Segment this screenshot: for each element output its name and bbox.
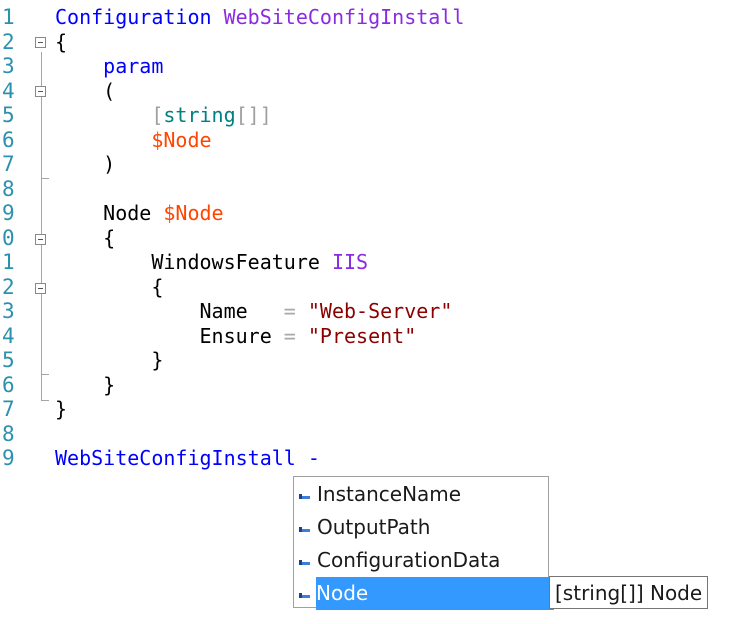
code-token: }: [55, 348, 164, 372]
code-text: {: [55, 226, 115, 251]
code-token: ): [55, 152, 116, 176]
line-number: 8: [2, 176, 15, 201]
code-text: WebSiteConfigInstall -: [55, 446, 320, 471]
line-number: 4: [2, 323, 15, 348]
code-text: Node $Node: [55, 201, 224, 226]
code-token: }: [55, 397, 68, 421]
completion-item[interactable]: InstanceName: [294, 478, 548, 511]
code-token: (: [55, 78, 116, 103]
line-number: 1: [2, 250, 15, 274]
line-number: 1: [2, 5, 15, 29]
code-token: =: [283, 323, 308, 348]
completion-item[interactable]: ConfigurationData: [294, 544, 548, 577]
code-token: []]: [235, 103, 272, 127]
code-token: string: [163, 103, 236, 127]
line-number: 3: [2, 299, 15, 323]
parameter-icon: [299, 527, 311, 532]
code-text: Configuration WebSiteConfigInstall: [55, 5, 464, 30]
code-token: "Web-Server": [307, 299, 453, 323]
code-token: [55, 128, 151, 152]
code-text: param: [55, 54, 163, 79]
line-number: 7: [2, 152, 15, 176]
code-text: }: [55, 348, 163, 373]
collapse-icon[interactable]: [35, 234, 46, 245]
fold-guide: [41, 52, 42, 400]
code-token: Configuration: [55, 5, 224, 29]
code-text: WindowsFeature IIS: [55, 250, 368, 275]
code-text: $Node: [55, 127, 212, 153]
line-number: 2: [2, 274, 15, 299]
parameter-icon: [299, 560, 311, 565]
code-token: {: [55, 274, 164, 299]
code-token: Node: [55, 201, 164, 225]
code-editor[interactable]: 1 Configuration WebSiteConfigInstall 2 {3 p…: [0, 0, 739, 470]
code-text: ): [55, 152, 115, 177]
completion-item[interactable]: OutputPath: [294, 511, 548, 544]
line-number: 6: [2, 127, 15, 152]
code-token: WindowsFeature: [55, 250, 332, 274]
code-token: [55, 103, 151, 127]
code-text: }: [55, 373, 115, 398]
collapse-icon[interactable]: [35, 37, 46, 48]
line-number: 5: [2, 103, 15, 127]
code-token: Name: [55, 299, 284, 323]
parameter-icon: [299, 593, 311, 598]
code-token: [55, 54, 103, 78]
code-text: Name = "Web-Server": [55, 299, 452, 324]
line-number: 4: [2, 78, 15, 103]
line-number: 9: [2, 446, 15, 470]
line-number: 8: [2, 421, 15, 446]
line-number: 5: [2, 348, 15, 372]
code-token: Ensure: [55, 323, 284, 348]
completion-item[interactable]: Node: [294, 577, 554, 610]
code-token: [: [151, 103, 164, 127]
fold-guide-end: [41, 178, 49, 179]
code-token: "Present": [307, 323, 417, 348]
code-text: [string[]]: [55, 103, 272, 128]
completion-item-label: OutputPath: [317, 515, 431, 539]
code-token: $Node: [151, 127, 212, 152]
completion-tooltip: [string[]] Node: [549, 576, 709, 609]
code-text: }: [55, 397, 67, 422]
fold-guide-end: [41, 374, 49, 375]
code-token: {: [55, 29, 68, 54]
line-number: 2: [2, 29, 15, 54]
code-text: {: [55, 30, 67, 55]
fold-guide-end: [41, 400, 49, 401]
line-number: 7: [2, 397, 15, 421]
code-token: }: [55, 372, 116, 397]
code-token: WebSiteConfigInstall -: [55, 446, 320, 470]
parameter-icon: [299, 494, 311, 499]
code-token: $Node: [163, 201, 224, 225]
code-text: {: [55, 275, 163, 300]
code-token: param: [103, 54, 164, 78]
code-token: IIS: [331, 250, 369, 274]
code-text: (: [55, 79, 115, 104]
code-token: {: [55, 225, 116, 250]
collapse-icon[interactable]: [35, 283, 46, 294]
code-token: WebSiteConfigInstall: [223, 5, 465, 29]
line-number: 0: [2, 225, 15, 250]
completion-item-label: ConfigurationData: [317, 548, 501, 572]
line-number: 6: [2, 372, 15, 397]
code-text: Ensure = "Present": [55, 324, 416, 349]
completion-item-label: Node: [316, 577, 554, 610]
line-number: 9: [2, 201, 15, 225]
line-number: 3: [2, 54, 15, 78]
completion-item-label: InstanceName: [317, 482, 462, 506]
code-token: =: [283, 299, 308, 323]
collapse-icon[interactable]: [35, 86, 46, 97]
